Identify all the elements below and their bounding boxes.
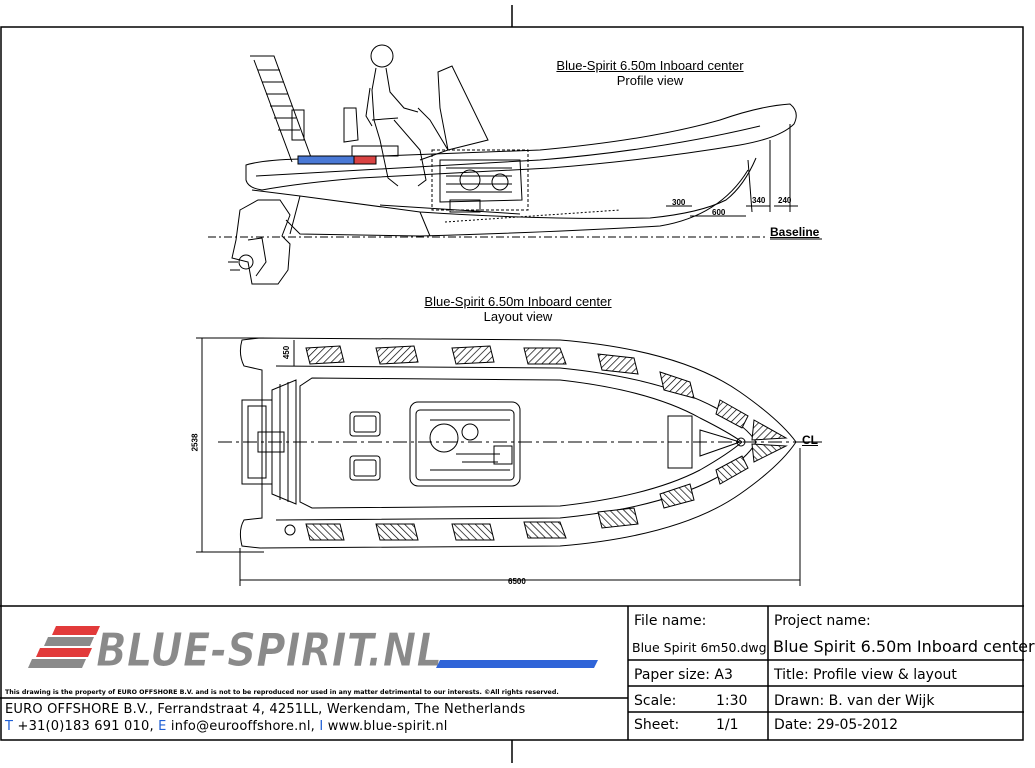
- sheet-label: Sheet:: [634, 717, 680, 733]
- transom-frame: [241, 379, 297, 505]
- layout-dimensions: [196, 337, 801, 586]
- email-label: E: [158, 719, 167, 734]
- file-name-label: File name:: [634, 613, 707, 629]
- project-name-value: Blue Spirit 6.50m Inboard center: [773, 637, 1035, 656]
- profile-dimensions: [666, 124, 798, 217]
- baseline-label: Baseline: [770, 225, 820, 239]
- scale-label: Scale:: [634, 693, 677, 709]
- profile-title-text: Blue-Spirit 6.50m Inboard center: [556, 58, 744, 73]
- seat-left-top: [349, 411, 381, 437]
- dim-240: 240: [778, 196, 792, 205]
- paper-size: Paper size: A3: [634, 667, 733, 683]
- dim-450: 450: [282, 345, 292, 360]
- profile-view: [208, 44, 822, 285]
- sheet-border: [0, 5, 1024, 763]
- console-layout: [409, 401, 521, 487]
- file-name-value: Blue Spirit 6m50.dwg: [632, 640, 767, 655]
- dim-340: 340: [752, 196, 766, 205]
- layout-subtitle: Layout view: [483, 309, 553, 324]
- disclaimer-text: This drawing is the property of EURO OFF…: [5, 689, 559, 696]
- logo-wordmark: BLUE-SPIRIT.NL: [96, 623, 442, 677]
- layout-title-text: Blue-Spirit 6.50m Inboard center: [424, 294, 612, 309]
- phone-label: T: [5, 719, 14, 734]
- title-block-grid: BLUE-SPIRIT.NL: [0, 605, 1024, 740]
- layout-view: [196, 337, 822, 586]
- web-separator: I: [319, 719, 324, 734]
- dim-2538: 2538: [190, 433, 200, 452]
- scale-value: 1:30: [716, 693, 748, 709]
- drawing-title: Title: Profile view & layout: [774, 667, 957, 683]
- email-value: info@eurooffshore.nl,: [170, 719, 315, 734]
- profile-subtitle: Profile view: [616, 73, 684, 88]
- contact-line: T +31(0)183 691 010, E info@eurooffshore…: [5, 720, 448, 733]
- cl-label: CL: [802, 433, 818, 447]
- person-figure: [365, 44, 427, 187]
- drawing-date: Date: 29-05-2012: [774, 717, 898, 733]
- blue-spirit-logo: BLUE-SPIRIT.NL: [28, 623, 598, 678]
- tube-hatch-panels: [305, 345, 788, 541]
- layout-view-title: Blue-Spirit 6.50m Inboard center Layout …: [388, 294, 648, 324]
- web-value: www.blue-spirit.nl: [327, 719, 448, 734]
- phone-value: +31(0)183 691 010,: [17, 719, 154, 734]
- drawn-by: Drawn: B. van der Wijk: [774, 693, 935, 709]
- engine-profile: [431, 149, 529, 213]
- dim-300: 300: [672, 198, 686, 207]
- company-address: EURO OFFSHORE B.V., Ferrandstraat 4, 425…: [5, 702, 526, 717]
- seat-left-bottom: [349, 455, 381, 481]
- dim-600: 600: [712, 208, 726, 217]
- sheet-value: 1/1: [716, 717, 739, 733]
- profile-view-title: Blue-Spirit 6.50m Inboard center Profile…: [520, 58, 780, 88]
- dim-6500: 6500: [508, 577, 526, 586]
- project-name-label: Project name:: [774, 613, 871, 629]
